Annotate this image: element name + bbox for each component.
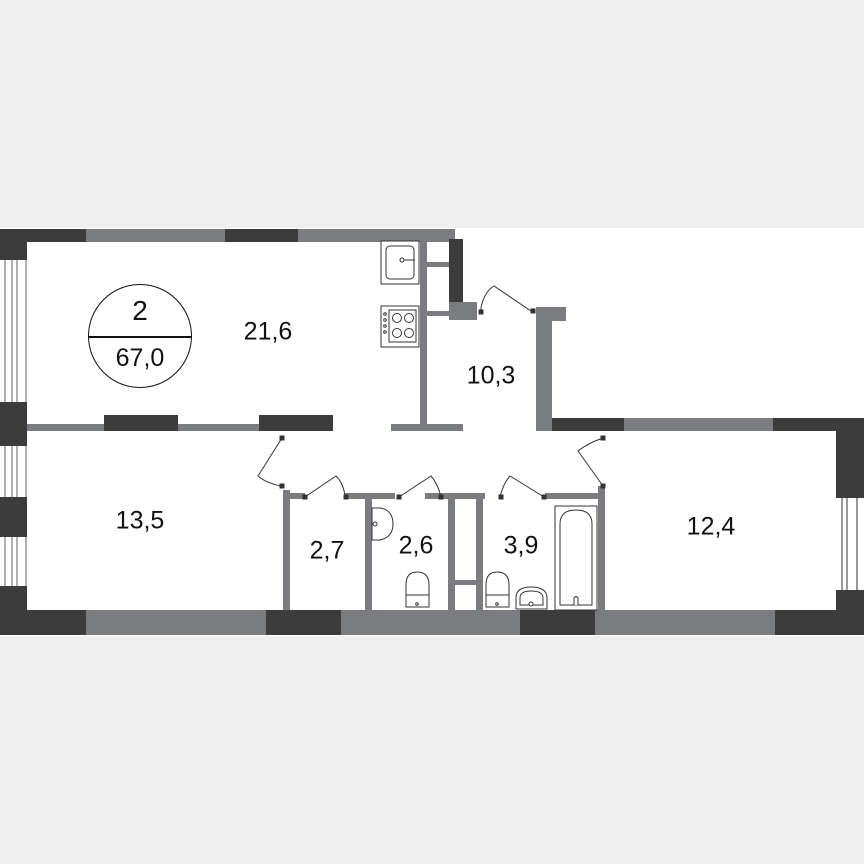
apartment-summary-badge: 2 67,0 [88,284,192,388]
outer-walls [0,229,864,635]
stove-icon [380,305,420,348]
total-area: 67,0 [115,344,165,372]
bathroom-sink-icon [515,586,548,610]
bathroom-toilet-icon [485,571,510,608]
bathtub-icon [554,505,598,611]
kitchen-sink-icon [380,240,420,285]
room-area-toilet: 2,6 [398,531,434,560]
internal-walls [27,239,605,610]
doors [257,285,606,500]
room-area-bathroom: 3,9 [503,531,539,560]
room-area-bedroom-left: 13,5 [115,506,165,535]
toilet-icon [405,571,430,608]
room-area-living-kitchen: 21,6 [243,317,293,346]
rooms-count: 2 [132,295,148,326]
badge-divider [89,336,191,338]
room-area-kitchen-niche: 10,3 [466,361,516,390]
room-area-storage: 2,7 [309,536,345,565]
room-area-bedroom-right: 12,4 [686,512,736,541]
toilet-sink-icon [371,507,394,541]
